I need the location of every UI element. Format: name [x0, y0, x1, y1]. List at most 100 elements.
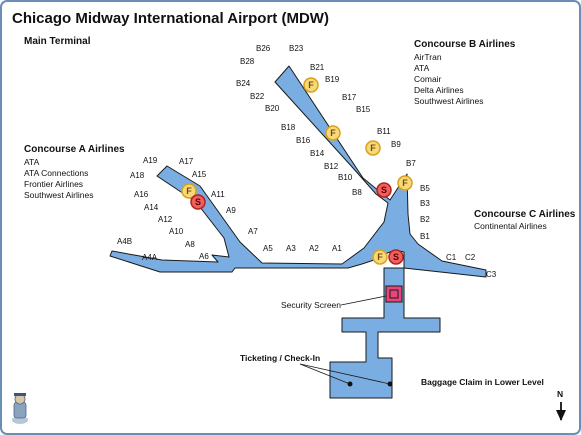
gate-label: A12 [158, 215, 173, 224]
gate-label: A16 [134, 190, 149, 199]
gate-label: A1 [332, 244, 342, 253]
airport-mascot-icon [12, 393, 28, 424]
gate-label: A19 [143, 156, 158, 165]
airline-list-item: ATA Connections [24, 168, 88, 178]
ticketing-point-marker [347, 381, 353, 387]
shop-icon: S [388, 249, 404, 265]
gate-label: B14 [310, 149, 325, 158]
gate-label: B7 [406, 159, 416, 168]
airline-list-item: ATA [24, 157, 40, 167]
food-icon: F [372, 249, 388, 265]
gate-label: B18 [281, 123, 296, 132]
svg-text:F: F [370, 143, 376, 153]
gate-label: B2 [420, 215, 430, 224]
airline-list-item: Southwest Airlines [24, 190, 93, 200]
svg-text:S: S [195, 197, 201, 207]
gate-label: A14 [144, 203, 159, 212]
concourse-c-legend: Concourse C Airlines Continental Airline… [474, 209, 576, 231]
svg-text:S: S [381, 185, 387, 195]
security-leader-line [340, 295, 387, 306]
gate-label: B12 [324, 162, 339, 171]
svg-text:F: F [402, 178, 408, 188]
gate-label: B16 [296, 136, 311, 145]
gate-label: B23 [289, 44, 304, 53]
concourse-a-heading: Concourse A Airlines [24, 144, 125, 155]
security-screen-inner [389, 289, 399, 299]
gate-label: B9 [391, 140, 401, 149]
gate-label: A8 [185, 240, 195, 249]
gate-label: C1 [446, 253, 457, 262]
shop-icon: S [190, 194, 206, 210]
gate-label: A7 [248, 227, 258, 236]
gate-label: B1 [420, 232, 430, 241]
food-icon: F [365, 140, 381, 156]
gate-label: B17 [342, 93, 357, 102]
svg-text:S: S [393, 252, 399, 262]
food-icon: F [397, 175, 413, 191]
gate-label: A4A [142, 253, 158, 262]
gate-label: A2 [309, 244, 319, 253]
gate-label: B19 [325, 75, 340, 84]
svg-text:F: F [330, 128, 336, 138]
ticketing-label: Ticketing / Check-In [240, 353, 320, 363]
ticketing-callout: Ticketing / Check-In [240, 353, 393, 387]
concourse-a-gates: A19 A17 A18 A15 A16 A11 A14 A9 A12 A10 A… [117, 156, 342, 262]
gate-label: A11 [211, 190, 225, 199]
airline-list-item: ATA [414, 63, 430, 73]
concourse-b-legend: Concourse B Airlines AirTran ATA Comair … [414, 39, 516, 106]
ticketing-leader-line [299, 363, 391, 385]
concourse-c-gates: C1 C2 C3 [446, 253, 497, 279]
ticketing-leader-line [299, 363, 351, 385]
svg-text:F: F [186, 186, 192, 196]
concourse-b-heading: Concourse B Airlines [414, 39, 516, 50]
airline-list-item: AirTran [414, 52, 442, 62]
gate-label: B26 [256, 44, 271, 53]
security-corridor-shape [329, 267, 441, 399]
gate-label: A10 [169, 227, 184, 236]
gate-label: B3 [420, 199, 430, 208]
concourse-a-legend: Concourse A Airlines ATA ATA Connections… [24, 144, 125, 200]
gate-label: C2 [465, 253, 476, 262]
gate-label: B15 [356, 105, 371, 114]
svg-text:F: F [308, 80, 314, 90]
gate-label: B28 [240, 57, 255, 66]
gate-label: B22 [250, 92, 265, 101]
airline-list-item: Continental Airlines [474, 221, 547, 231]
security-screen-label: Security Screen [281, 300, 341, 310]
shop-icon: S [376, 182, 392, 198]
gate-label: A6 [199, 252, 209, 261]
gate-label: B24 [236, 79, 251, 88]
food-icon: F [303, 77, 319, 93]
gate-label: A4B [117, 237, 132, 246]
gate-label: A3 [286, 244, 296, 253]
baggage-claim-label: Baggage Claim in Lower Level [421, 377, 544, 387]
gate-label: A18 [130, 171, 145, 180]
gate-label: B21 [310, 63, 325, 72]
north-label: N [557, 389, 563, 399]
gate-label: B5 [420, 184, 430, 193]
airline-list-item: Delta Airlines [414, 85, 464, 95]
gate-label: B20 [265, 104, 280, 113]
concourse-c-heading: Concourse C Airlines [474, 209, 576, 220]
airline-list-item: Frontier Airlines [24, 179, 83, 189]
gate-label: B11 [377, 127, 391, 136]
food-icon: F [325, 125, 341, 141]
gate-label: B8 [352, 188, 362, 197]
map-title: Chicago Midway International Airport (MD… [12, 10, 329, 27]
concourse-b-gates: B26 B23 B28 B21 B19 B24 B22 B17 B20 B15 … [236, 44, 430, 241]
airline-list-item: Comair [414, 74, 442, 84]
gate-label: A5 [263, 244, 273, 253]
main-terminal-label: Main Terminal [24, 36, 91, 47]
svg-text:F: F [377, 252, 383, 262]
food-icon: F [181, 183, 197, 199]
security-screen-marker [385, 285, 403, 303]
airline-list-item: Southwest Airlines [414, 96, 483, 106]
amenity-icons: F F F F S F S F [181, 77, 413, 265]
gate-label: A15 [192, 170, 207, 179]
gate-label: A9 [226, 206, 236, 215]
north-arrow-icon: N [556, 389, 566, 421]
ticketing-point-marker [387, 381, 393, 387]
gate-label: C3 [486, 270, 497, 279]
gate-label: B10 [338, 173, 353, 182]
